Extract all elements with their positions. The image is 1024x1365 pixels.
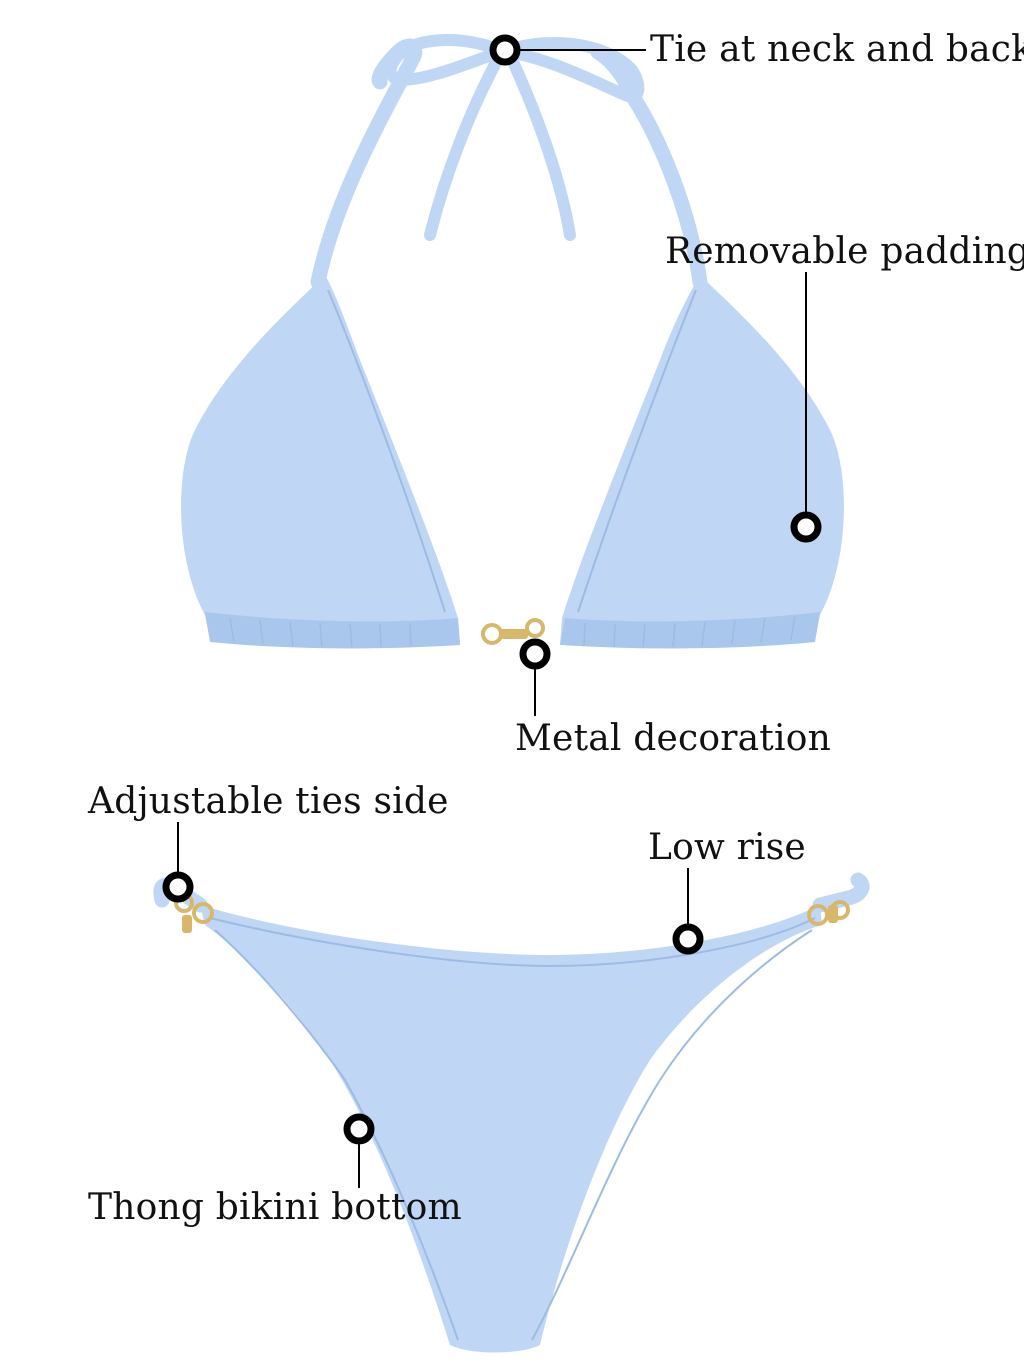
marker-ties [162,871,194,903]
top-metal-connector [481,618,545,645]
bikini-bottom [153,872,870,1353]
marker-thong [343,1113,375,1145]
bikini-top [181,275,844,649]
callout-markers [162,34,822,1188]
label-adjustable-ties: Adjustable ties side [88,781,449,822]
marker-metal [519,638,551,670]
marker-padding [790,511,822,543]
halter-strings [310,34,708,290]
right-cup-band [560,612,820,649]
bottom-panel [200,905,822,1353]
marker-neck [489,34,521,66]
bow-tail-left [424,49,506,241]
label-low-rise: Low rise [648,827,806,868]
left-cup-band [205,612,460,649]
bow-tail-right [504,49,576,241]
bottom-left-hardware [174,893,214,933]
label-tie-neck-back: Tie at neck and back [650,29,1024,70]
bow-loop-right [502,36,645,103]
marker-rise [672,923,704,955]
right-side-string [812,872,870,913]
bottom-right-hardware [807,900,850,926]
label-removable-padding: Removable padding [665,231,1024,272]
right-neck-strap [590,44,708,290]
label-thong-bottom: Thong bikini bottom [88,1187,462,1228]
bow-loop-left [384,34,506,86]
label-metal-decoration: Metal decoration [515,718,831,759]
right-cup [560,275,844,646]
gather-wrinkles [229,615,796,648]
left-cup [181,275,461,646]
